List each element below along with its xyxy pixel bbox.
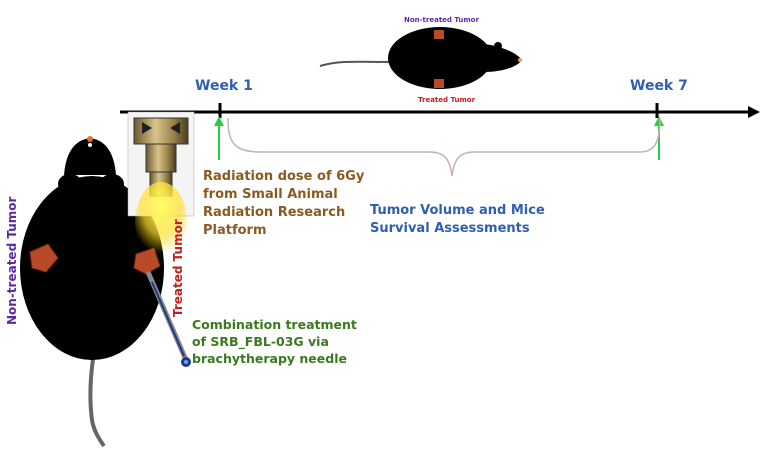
small-treated-tumor-label: Treated Tumor	[418, 96, 476, 104]
week-7-green-arrow	[654, 116, 664, 160]
small-non-treated-tumor-label: Non-treated Tumor	[404, 16, 479, 24]
radiation-platform	[127, 111, 195, 262]
radiation-dose-label: Radiation dose of 6Gy from Small Animal …	[203, 169, 365, 238]
mouse-body	[20, 176, 164, 360]
timeline-arrowhead	[748, 106, 760, 118]
large-treated-tumor-label: Treated Tumor	[171, 219, 185, 317]
week-1-label: Week 1	[195, 78, 253, 94]
small-mouse-untreated-tumor	[434, 30, 444, 39]
assessment-label: Tumor Volume and Mice Survival Assessmen…	[370, 203, 545, 236]
radiation-beam	[135, 182, 187, 262]
week-1-green-arrow	[214, 116, 224, 160]
small-mouse-treated-tumor	[434, 79, 444, 88]
small-mouse-illustration	[319, 27, 522, 89]
brachytherapy-needle	[145, 271, 191, 367]
large-mouse-illustration	[20, 136, 164, 448]
combination-treatment-label: Combination treatment of SRB_FBL-03G via…	[192, 317, 357, 366]
large-non-treated-tumor-label: Non-treated Tumor	[5, 196, 19, 325]
large-mouse-untreated-tumor	[29, 243, 59, 273]
assessment-brace	[227, 117, 661, 177]
week-7-label: Week 7	[630, 78, 688, 94]
